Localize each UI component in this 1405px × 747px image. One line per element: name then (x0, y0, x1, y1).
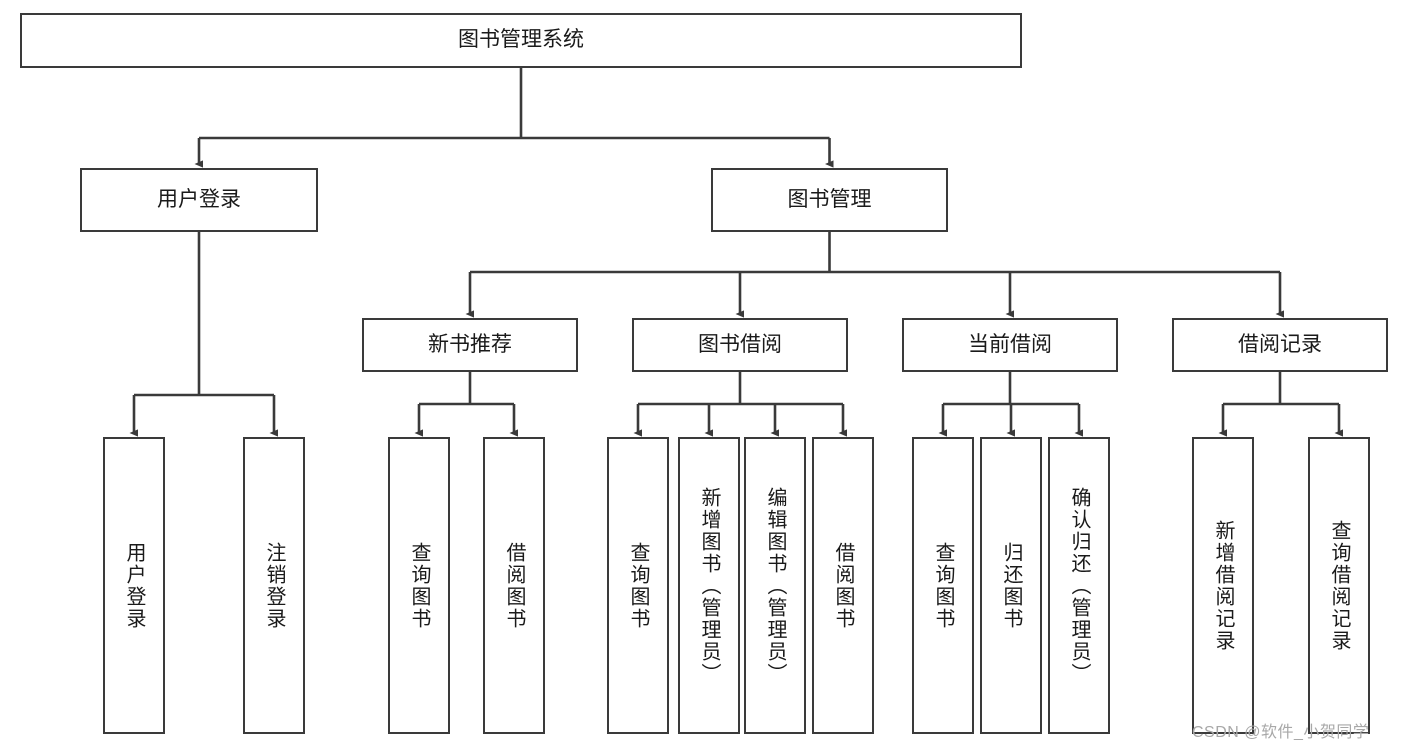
node-label: 用户登录 (123, 541, 145, 630)
node-leaf-12[interactable]: 查询借阅记录 (1308, 437, 1370, 734)
node-label: 图书管理 (787, 187, 872, 211)
node-label: 新书推荐 (428, 332, 512, 356)
node-label: 查询图书 (408, 541, 430, 630)
node-leaf-10[interactable]: 确认归还（管理员） (1048, 437, 1110, 734)
node-label: 图书借阅 (698, 332, 782, 356)
node-label: 新增图书（管理员） (698, 486, 720, 685)
node-leaf-1[interactable]: 注销登录 (243, 437, 305, 734)
node-leaf-3[interactable]: 借阅图书 (483, 437, 545, 734)
node-level3-2[interactable]: 当前借阅 (902, 318, 1118, 372)
node-label: 借阅记录 (1238, 332, 1322, 356)
node-leaf-4[interactable]: 查询图书 (607, 437, 669, 734)
node-label: 借阅图书 (503, 541, 525, 630)
node-label: 查询借阅记录 (1328, 519, 1350, 652)
node-level2-0[interactable]: 用户登录 (80, 168, 318, 232)
node-label: 借阅图书 (832, 541, 854, 630)
node-level3-0[interactable]: 新书推荐 (362, 318, 578, 372)
node-leaf-6[interactable]: 编辑图书（管理员） (744, 437, 806, 734)
node-label: 编辑图书（管理员） (764, 486, 786, 685)
node-label: 确认归还（管理员） (1068, 486, 1090, 685)
node-label: 注销登录 (263, 541, 285, 630)
node-leaf-0[interactable]: 用户登录 (103, 437, 165, 734)
node-label: 查询图书 (627, 541, 649, 630)
node-label: 用户登录 (157, 187, 241, 211)
node-level3-3[interactable]: 借阅记录 (1172, 318, 1388, 372)
node-leaf-11[interactable]: 新增借阅记录 (1192, 437, 1254, 734)
node-root-图书管理系统[interactable]: 图书管理系统 (20, 13, 1022, 68)
node-leaf-5[interactable]: 新增图书（管理员） (678, 437, 740, 734)
node-leaf-7[interactable]: 借阅图书 (812, 437, 874, 734)
node-label: 图书管理系统 (458, 28, 584, 52)
node-leaf-2[interactable]: 查询图书 (388, 437, 450, 734)
node-level2-1[interactable]: 图书管理 (711, 168, 948, 232)
node-level3-1[interactable]: 图书借阅 (632, 318, 848, 372)
node-label: 新增借阅记录 (1212, 519, 1234, 652)
node-label: 归还图书 (1000, 541, 1022, 630)
node-label: 当前借阅 (968, 332, 1052, 356)
node-leaf-8[interactable]: 查询图书 (912, 437, 974, 734)
node-leaf-9[interactable]: 归还图书 (980, 437, 1042, 734)
node-label: 查询图书 (932, 541, 954, 630)
csdn-watermark: CSDN @软件_小贺同学 (1192, 724, 1370, 741)
